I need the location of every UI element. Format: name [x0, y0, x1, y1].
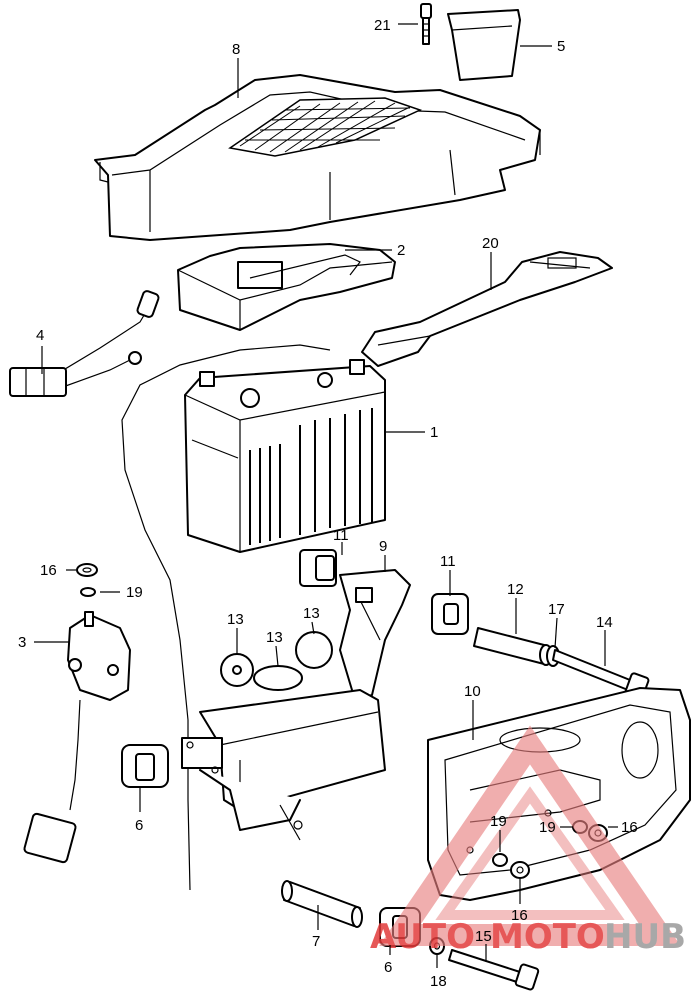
callout-10: 10: [464, 683, 481, 700]
part-16-nut-right-lower: [510, 861, 530, 879]
callout-4: 4: [36, 327, 44, 344]
callout-13-a: 13: [227, 611, 244, 628]
part-19-washer-right-lower: [492, 853, 508, 867]
part-6-grommet-left: [121, 744, 169, 788]
part-1-battery: [184, 359, 386, 553]
callout-16-left: 16: [40, 562, 57, 579]
callout-20: 20: [482, 235, 499, 252]
part-20-strap: [361, 251, 613, 367]
callout-18: 18: [430, 973, 447, 990]
callout-1: 1: [430, 424, 438, 441]
callout-16-bottom: 16: [511, 907, 528, 924]
callout-2: 2: [397, 242, 405, 259]
callout-6-bottom: 6: [384, 959, 392, 976]
callout-5: 5: [557, 38, 565, 55]
callout-12: 12: [507, 581, 524, 598]
part-15-bolt: [448, 949, 540, 991]
watermark-text-hub: HUB: [604, 917, 686, 957]
part-19-washer-left: [80, 587, 96, 597]
part-11-grommet-left: [299, 549, 337, 587]
part-16-nut-left: [76, 563, 98, 577]
battery-holder-frame: [181, 689, 386, 841]
callout-9: 9: [379, 538, 387, 555]
callout-19-right: 19: [539, 819, 556, 836]
part-3-switch: [23, 611, 131, 864]
part-7-tube: [281, 880, 363, 928]
watermark: AUTO MOTO HUB: [370, 725, 686, 957]
callout-6-left: 6: [135, 817, 143, 834]
callout-19-mid: 19: [490, 813, 507, 830]
callout-11-right: 11: [440, 553, 456, 570]
callout-15: 15: [475, 928, 492, 945]
leader-lines: [34, 23, 618, 968]
watermark-text-auto: AUTO: [370, 917, 475, 957]
callout-21: 21: [374, 17, 391, 34]
part-13-pad-a: [220, 653, 254, 687]
part-13-pad-c: [295, 631, 333, 669]
part-12-tube: [473, 627, 553, 666]
callout-13-b: 13: [266, 629, 283, 646]
part-2-pad: [177, 243, 396, 331]
part-11-grommet-right: [431, 593, 469, 635]
callout-8: 8: [232, 41, 240, 58]
part-5-cap: [447, 9, 521, 81]
callout-11-left: 11: [333, 527, 349, 544]
watermark-triangle: [379, 725, 681, 946]
part-8-cover: [94, 74, 541, 241]
part-4-harness: [9, 290, 160, 397]
callout-7: 7: [312, 933, 320, 950]
part-13-pad-b: [253, 665, 303, 691]
callout-labels: 21 5 8 2 20 4 1 16 19 3 11 9 11 12 17 14…: [18, 17, 638, 990]
watermark-text-moto: MOTO: [490, 917, 605, 957]
part-21-bolt: [420, 3, 432, 45]
part-9-bracket: [339, 569, 411, 701]
callout-13-c: 13: [303, 605, 320, 622]
callout-17: 17: [548, 601, 565, 618]
callout-3: 3: [18, 634, 26, 651]
breather-tube: [121, 344, 331, 891]
callout-19-left: 19: [126, 584, 143, 601]
callout-16-right: 16: [621, 819, 638, 836]
callout-14: 14: [596, 614, 613, 631]
